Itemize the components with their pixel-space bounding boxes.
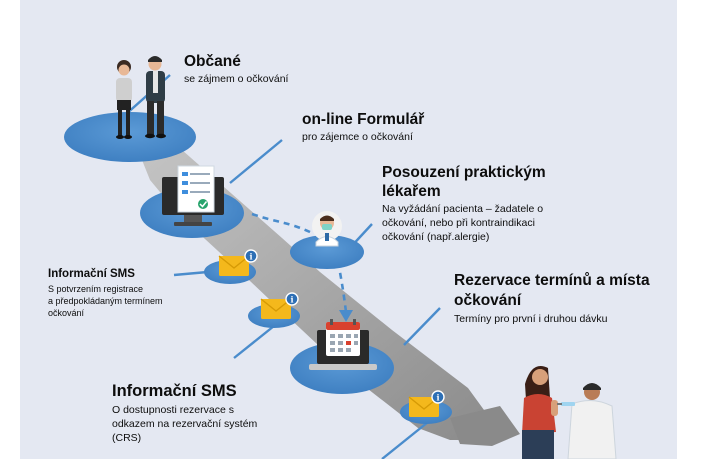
doctor-desc-line1: Na vyžádání pacienta – žadatele o: [382, 203, 544, 215]
disc-doctor: [290, 235, 364, 269]
vaccination-icon: [522, 366, 617, 459]
process-illustration: i i i: [64, 56, 617, 459]
form-subtitle: pro zájemce o očkování: [302, 131, 413, 143]
form-title: on-line Formulář: [302, 111, 425, 128]
citizens-title: Občané: [184, 53, 241, 70]
sms1-desc-line2: a předpokládaným termínem: [48, 296, 163, 306]
doctor-title-line2: lékařem: [382, 183, 441, 200]
line-reservation: [403, 307, 441, 346]
svg-text:i: i: [249, 252, 252, 262]
dashed-arrow-head: [339, 310, 353, 322]
sms2-title: Informační SMS: [112, 382, 237, 400]
calendar-laptop-icon: [309, 319, 377, 370]
reservation-title-line2: očkování: [454, 292, 522, 309]
doctor-icon: [312, 211, 342, 247]
info-icon: i: [285, 292, 299, 306]
info-icon: i: [431, 390, 445, 404]
info-icon: i: [244, 249, 258, 263]
svg-text:i: i: [290, 295, 293, 305]
reservation-desc: Termíny pro první i druhou dávku: [454, 313, 608, 325]
sms2-desc-line1: O dostupnosti rezervace s: [112, 404, 234, 416]
sms2-desc-line2: odkazem na rezervační systém: [112, 418, 258, 430]
doctor-title-line1: Posouzení praktickým: [382, 164, 546, 181]
sms1-desc-line3: očkování: [48, 308, 85, 318]
sms2-desc-line3: (CRS): [112, 432, 142, 444]
citizens-subtitle: se zájmem o očkování: [184, 73, 289, 85]
diagram-panel: i i i: [20, 0, 677, 459]
svg-text:i: i: [436, 393, 439, 403]
line-form: [229, 139, 283, 184]
envelope-icon: [218, 255, 250, 276]
sms1-title: Informační SMS: [48, 268, 135, 280]
envelope-icon: [260, 298, 292, 319]
form-monitor-icon: [162, 165, 224, 226]
sms1-desc-line1: S potvrzením registrace: [48, 284, 144, 294]
doctor-desc-line2: očkování, nebo při kontraindikaci: [382, 217, 535, 229]
people-icon: [116, 56, 166, 139]
dashed-form-doctor: [251, 212, 311, 234]
reservation-title-line1: Rezervace termínů a místa: [454, 272, 650, 289]
doctor-desc-line3: očkování (např.alergie): [382, 231, 490, 243]
